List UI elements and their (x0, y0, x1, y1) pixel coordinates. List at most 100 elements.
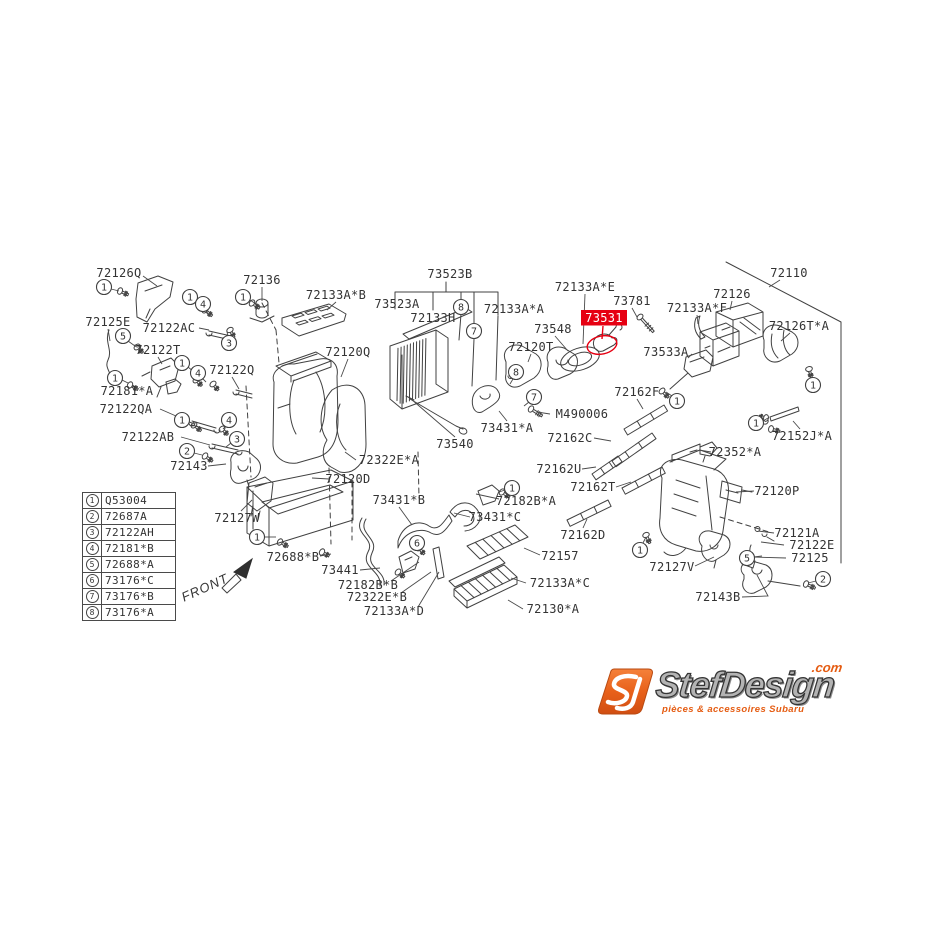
sd-monogram-icon (598, 668, 653, 715)
callout-4: 4 (189, 364, 207, 382)
part-label-72133A*A: 72133A*A (484, 302, 545, 316)
legend-part-number: 72122AH (105, 526, 155, 539)
part-label-72122AB: 72122AB (122, 430, 175, 444)
legend-part-number: Q53004 (105, 494, 148, 507)
leader-line (752, 556, 787, 559)
leader-line (696, 314, 699, 325)
legend-callout-number: 8 (83, 605, 102, 620)
part-label-72133A*C: 72133A*C (530, 576, 590, 590)
leader-line (698, 449, 712, 453)
part-label-72127V: 72127V (649, 560, 694, 574)
legend-callout-number: 1 (83, 493, 102, 508)
leader-line (536, 411, 551, 415)
part-label-72143B: 72143B (695, 590, 740, 604)
leader-line (453, 512, 471, 518)
leader-line (735, 490, 755, 493)
legend-part-number: 72688*A (105, 558, 155, 571)
leader-line (207, 463, 227, 467)
callout-5: 5 (738, 549, 756, 567)
part-label-72133A*D: 72133A*D (364, 604, 424, 618)
leader-line (631, 307, 638, 318)
part-label-72120Q: 72120Q (325, 345, 370, 359)
callout-2: 2 (814, 570, 832, 588)
part-label-72162F: 72162F (614, 385, 659, 399)
front-arrow-icon (221, 557, 253, 594)
part-label-72125: 72125 (791, 551, 829, 565)
callout-8: 8 (452, 298, 470, 316)
leader-line (615, 481, 632, 488)
leader-line (757, 530, 775, 534)
callout-1: 1 (173, 354, 191, 372)
part-label-72182B*A: 72182B*A (496, 494, 557, 508)
leader-line (593, 437, 612, 442)
leader-line (554, 335, 569, 352)
part-label-73431*A: 73431*A (481, 421, 534, 435)
stefdesign-logo: StefDesign .com pièces & accessoires Sub… (598, 660, 898, 735)
svg-text:1: 1 (179, 416, 185, 427)
callout-8: 8 (507, 363, 525, 381)
legend-callout-number: 5 (83, 557, 102, 572)
part-label-72120P: 72120P (754, 484, 799, 498)
part-label-72120D: 72120D (325, 472, 370, 486)
callout-5: 5 (114, 327, 132, 345)
leader-line (410, 398, 456, 438)
leader-line (510, 577, 527, 584)
callout-1: 1 (106, 369, 124, 387)
part-label-72162D: 72162D (560, 528, 605, 542)
part-label-73431*B: 73431*B (373, 493, 426, 507)
part-label-72133A*B: 72133A*B (306, 288, 366, 302)
callout-4: 4 (194, 295, 212, 313)
part-label-72130*A: 72130*A (527, 602, 580, 616)
part-label-72126Q: 72126Q (96, 266, 141, 280)
svg-text:8: 8 (513, 368, 519, 379)
leader-line (344, 451, 357, 461)
svg-text:1: 1 (674, 397, 680, 408)
leader-line (390, 561, 420, 582)
svg-text:5: 5 (744, 554, 750, 565)
diagram-artwork (106, 261, 842, 609)
callout-2: 2 (178, 442, 196, 460)
svg-text:1: 1 (753, 419, 759, 430)
svg-text:8: 8 (458, 303, 464, 314)
leader-line (157, 356, 163, 365)
leader-line (180, 436, 211, 446)
callout-1: 1 (95, 278, 113, 296)
svg-text:3: 3 (234, 435, 240, 446)
part-label-73781: 73781 (613, 294, 651, 308)
svg-text:4: 4 (200, 300, 206, 311)
svg-text:7: 7 (471, 327, 477, 338)
callout-1: 1 (181, 288, 199, 306)
logo-tld-text: .com (810, 660, 844, 675)
svg-text:1: 1 (509, 484, 515, 495)
leader-line (768, 279, 781, 288)
part-label-72182B*B: 72182B*B (338, 578, 398, 592)
callout-3: 3 (220, 334, 238, 352)
part-label-72152J*A: 72152J*A (772, 429, 833, 443)
part-label-72122Q: 72122Q (209, 363, 254, 377)
svg-text:1: 1 (810, 381, 816, 392)
part-label-73533A: 73533A (643, 345, 689, 359)
part-label-72136: 72136 (243, 273, 281, 287)
leader-line (760, 541, 785, 546)
leader-line (581, 466, 597, 470)
svg-text:7: 7 (531, 393, 537, 404)
leader-line (319, 553, 332, 557)
part-label-73548: 73548 (534, 322, 572, 336)
leader-line (507, 599, 524, 610)
part-label-M490006: M490006 (556, 407, 609, 421)
legend-part-number: 72181*B (105, 542, 155, 555)
leader-line (417, 571, 440, 608)
svg-text:2: 2 (820, 575, 826, 586)
leader-line (582, 518, 588, 529)
callout-7: 7 (525, 388, 543, 406)
leader-line (107, 328, 111, 342)
part-label-72125E: 72125E (85, 315, 130, 329)
part-label-72133H: 72133H (410, 311, 455, 325)
svg-text:1: 1 (112, 374, 118, 385)
